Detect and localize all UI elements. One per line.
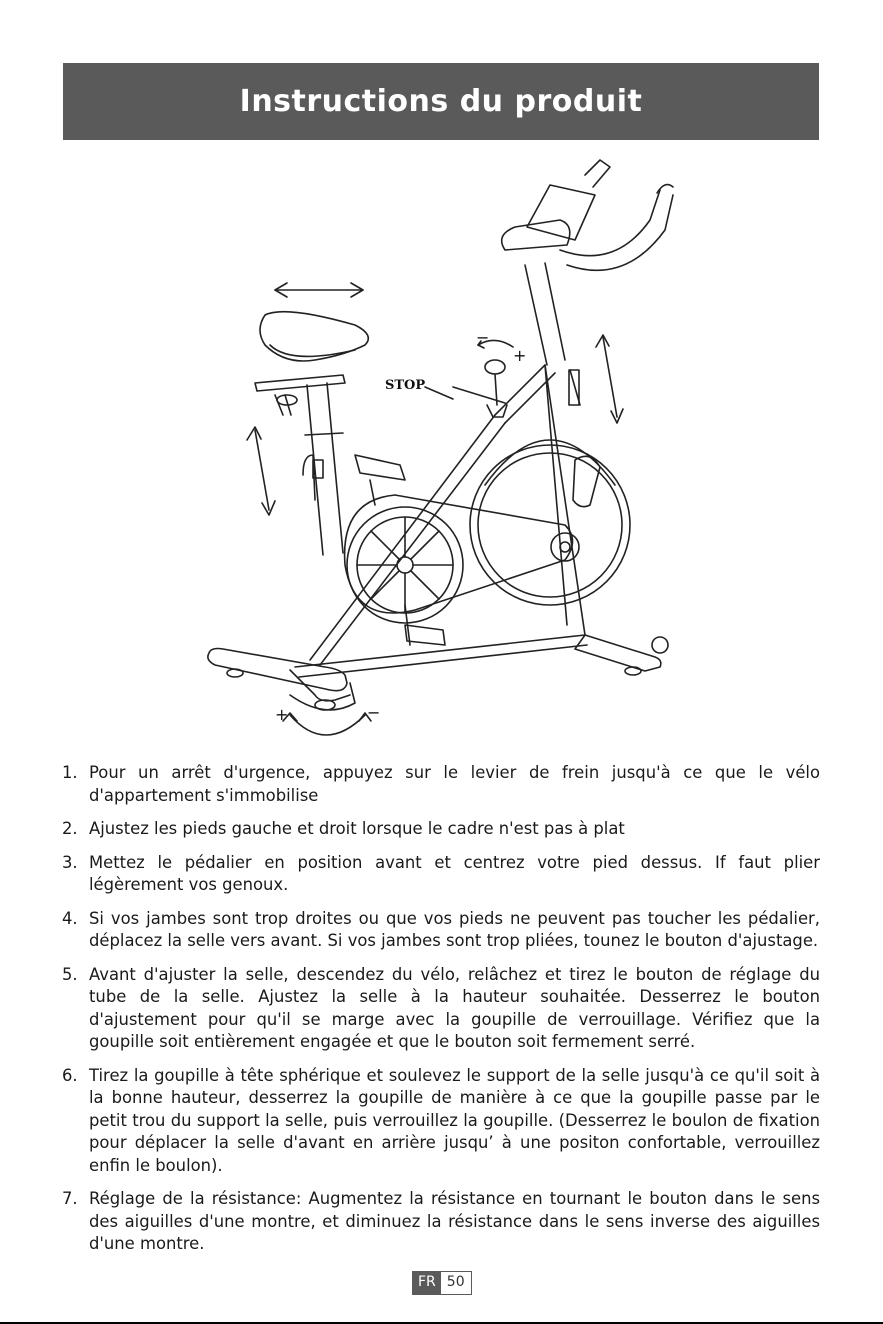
language-badge: FR xyxy=(413,1272,441,1294)
seat-height-arrow xyxy=(246,426,276,516)
leveling-arrow xyxy=(282,712,372,736)
pedals xyxy=(354,454,446,646)
tablet-holder xyxy=(526,159,611,241)
resistance-knob xyxy=(452,339,514,418)
instruction-item: 5.Avant d'ajuster la selle, descendez du… xyxy=(62,964,820,1052)
exercise-bike-illustration: STOP − + + − xyxy=(195,155,695,745)
page-footer: FR 50 xyxy=(412,1271,472,1295)
page-number: 50 xyxy=(440,1272,471,1294)
exercise-bike-drawing: STOP − + + − xyxy=(207,159,674,736)
resistance-plus-label: + xyxy=(513,346,526,365)
stop-label: STOP xyxy=(385,378,425,393)
chain-guard xyxy=(343,494,580,624)
instruction-item: 1.Pour un arrêt d'urgence, appuyez sur l… xyxy=(62,763,820,805)
instruction-item: 2.Ajustez les pieds gauche et droit lors… xyxy=(62,819,625,838)
page-title: Instructions du produit xyxy=(239,84,643,119)
horizontal-adjust-arrow xyxy=(274,282,364,298)
level-minus-label: − xyxy=(367,703,380,722)
front-stabilizer xyxy=(574,634,669,676)
handlebar-height-arrow xyxy=(595,334,624,424)
resistance-minus-label: − xyxy=(476,328,489,347)
instruction-item: 6.Tirez la goupille à tête sphérique et … xyxy=(62,1065,820,1175)
instruction-item: 3.Mettez le pédalier en position avant e… xyxy=(62,852,820,895)
handlebar-post xyxy=(500,183,674,366)
page-header: Instructions du produit xyxy=(63,63,819,140)
bottle-holder xyxy=(568,369,601,508)
saddle xyxy=(254,310,370,416)
instruction-list: 1.Pour un arrêt d'urgence, appuyez sur l… xyxy=(62,762,820,1267)
instruction-item: 4.Si vos jambes sont trop droites ou que… xyxy=(62,908,820,951)
seat-post xyxy=(302,382,344,556)
instruction-item: 7.Réglage de la résistance: Augmentez la… xyxy=(62,1189,820,1253)
rear-stabilizer xyxy=(207,647,356,711)
level-plus-label: + xyxy=(275,705,288,724)
bottom-rule xyxy=(0,1322,883,1324)
